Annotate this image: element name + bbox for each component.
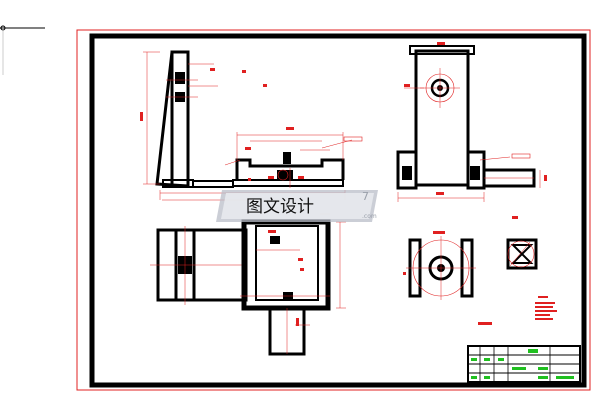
- watermark-suffix: 7: [362, 190, 369, 203]
- front-view: [140, 50, 363, 201]
- plan-view: [150, 213, 346, 356]
- watermark-text: 图文设计: [246, 197, 314, 217]
- inner-frame: [89, 33, 587, 388]
- title-block: [467, 345, 581, 383]
- watermark-tld: .com: [362, 213, 377, 220]
- side-view: [396, 42, 547, 202]
- detail-flange: [403, 231, 476, 300]
- detail-square-part: [506, 216, 538, 270]
- sheet-leader-mark: [0, 25, 45, 75]
- watermark-logo: 图文设计 7 .com: [216, 190, 378, 222]
- outer-frame: [76, 29, 591, 391]
- technical-notes: [478, 296, 557, 325]
